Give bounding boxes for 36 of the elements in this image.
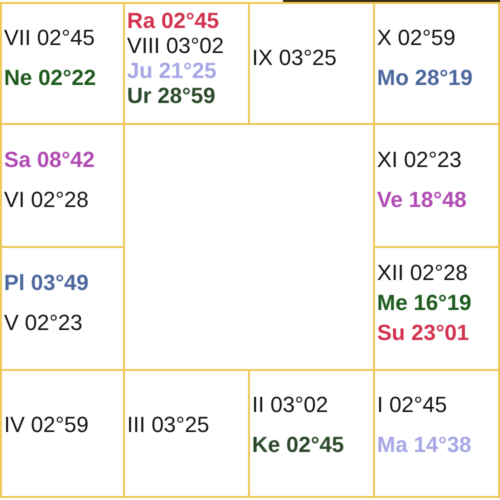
house-cusp-label: VI 02°28 bbox=[4, 186, 90, 214]
house-cell bbox=[373, 2, 500, 125]
house-cusp-label: X 02°59 bbox=[377, 24, 457, 52]
house-cusp-label: V 02°23 bbox=[4, 308, 84, 336]
planet-position-label: Pl 03°49 bbox=[4, 268, 90, 296]
house-cell bbox=[123, 2, 250, 125]
house-cell bbox=[0, 246, 125, 371]
house-cell bbox=[248, 2, 375, 125]
house-cusp-label: III 03°25 bbox=[127, 411, 210, 439]
house-cell bbox=[373, 123, 500, 248]
planet-position-label: Ju 21°25 bbox=[127, 58, 218, 82]
house-cusp-label: VIII 03°02 bbox=[127, 32, 225, 58]
planet-position-label: Ke 02°45 bbox=[252, 431, 345, 459]
planet-position-label: Sa 08°42 bbox=[4, 146, 96, 174]
planet-position-label: Ur 28°59 bbox=[127, 82, 216, 108]
planet-position-label: Su 23°01 bbox=[377, 318, 470, 346]
planet-position-label: Me 16°19 bbox=[377, 288, 472, 316]
house-cusp-label: IV 02°59 bbox=[4, 411, 90, 439]
planet-position-label: Ma 14°38 bbox=[377, 431, 472, 459]
house-cell bbox=[123, 369, 250, 498]
house-cell bbox=[0, 369, 125, 498]
house-cusp-label: II 03°02 bbox=[252, 391, 330, 419]
house-cusp-label: I 02°45 bbox=[377, 391, 448, 419]
house-cell bbox=[0, 123, 125, 248]
house-cusp-label: VII 02°45 bbox=[4, 24, 96, 52]
planet-position-label: Ve 18°48 bbox=[377, 186, 468, 214]
planet-position-label: Ra 02°45 bbox=[127, 8, 220, 32]
house-cusp-label: XII 02°28 bbox=[377, 258, 469, 286]
house-cell bbox=[373, 246, 500, 371]
planet-position-label: Ne 02°22 bbox=[4, 64, 97, 92]
house-cell bbox=[248, 369, 375, 498]
house-cusp-label: IX 03°25 bbox=[252, 44, 338, 72]
planet-position-label: Mo 28°19 bbox=[377, 64, 474, 92]
house-cusp-label: XI 02°23 bbox=[377, 146, 463, 174]
house-cell bbox=[373, 369, 500, 498]
house-cell bbox=[0, 2, 125, 125]
